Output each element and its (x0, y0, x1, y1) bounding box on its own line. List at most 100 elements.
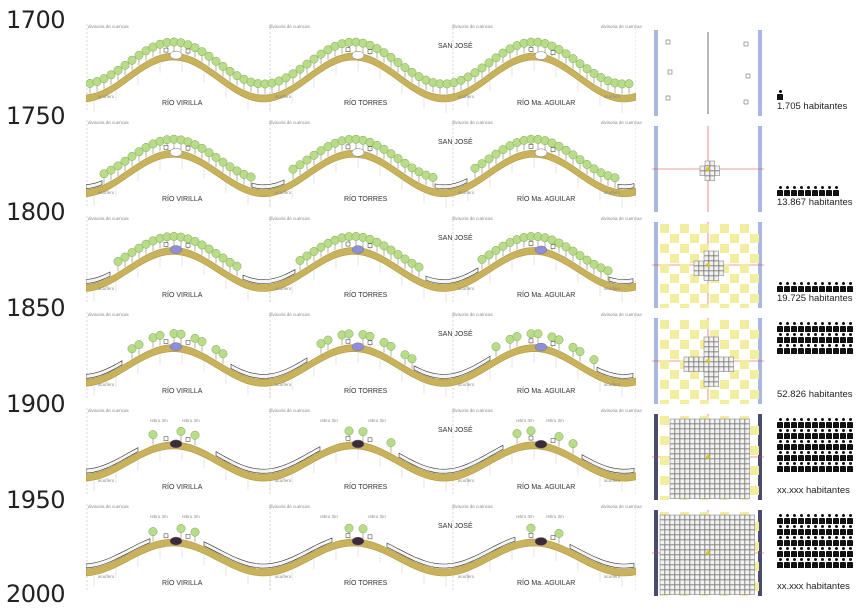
divide-label: divisoria de cuencas (88, 24, 129, 29)
urban-lot (689, 473, 695, 479)
aquifer-label: acuífero (604, 190, 621, 195)
person-icon (805, 514, 811, 524)
tree-canopy (113, 257, 123, 266)
tree-canopy (393, 58, 403, 67)
block (680, 264, 689, 273)
urban-lot (689, 539, 695, 545)
block (750, 274, 759, 283)
urban-lot (704, 574, 710, 580)
urban-lot (723, 356, 729, 362)
urban-lot (708, 270, 714, 276)
aquifer-label: acuífero (98, 478, 115, 483)
urban-lot (659, 549, 665, 555)
river-label: RÍO TORRES (344, 580, 388, 587)
tree-canopy (295, 256, 305, 265)
urban-lot (699, 478, 705, 484)
tree-canopy (204, 244, 214, 254)
urban-lot (714, 428, 720, 434)
river-label: RÍO Ma. AGUILAR (517, 292, 576, 299)
urban-lot (679, 473, 685, 479)
person-icon (840, 525, 846, 535)
aquifer-label: acuífero (275, 382, 292, 387)
person-icon (833, 514, 839, 524)
tree-canopy (470, 163, 480, 173)
urban-lot (679, 428, 685, 434)
block (660, 476, 669, 485)
tree-canopy (561, 242, 571, 252)
urban-lot (679, 453, 685, 459)
urban-slab (581, 454, 635, 474)
urban-lot (689, 514, 695, 520)
person-icon (805, 462, 811, 472)
population-count: 52.826 habitantes (777, 389, 853, 400)
tree-canopy (568, 439, 578, 449)
urban-lot (739, 534, 745, 540)
person-icon (791, 344, 797, 354)
soil-band (86, 441, 636, 482)
urban-lot (729, 438, 735, 444)
urban-lot (669, 559, 675, 565)
urban-lot (719, 529, 725, 535)
urban-lot (689, 569, 695, 575)
urban-lot (669, 589, 675, 595)
urban-lot (708, 376, 714, 382)
block (690, 350, 699, 359)
aquifer-label: acuífero (98, 574, 115, 579)
urban-lot (659, 574, 665, 580)
person-icon (826, 536, 832, 546)
urban-lot (674, 579, 680, 585)
urban-lot (699, 483, 705, 489)
urban-lot (724, 559, 730, 565)
building (528, 47, 534, 52)
urban-lot (679, 529, 685, 535)
urban-lot (689, 418, 695, 424)
urban-lot (713, 265, 719, 271)
person-icon (805, 547, 811, 557)
person-icon (833, 451, 839, 461)
urban-lot (664, 554, 670, 560)
tree-canopy (134, 243, 144, 253)
urban-lot (669, 579, 675, 585)
tree-canopy (386, 438, 396, 448)
person-icon (805, 429, 811, 439)
urban-lot (709, 524, 715, 530)
block (660, 400, 669, 409)
setback-label: retiro 3m (182, 514, 200, 519)
setback-label: retiro 3m (182, 418, 200, 423)
person-icon (798, 282, 804, 292)
urban-lot (729, 473, 735, 479)
urban-lot (709, 468, 715, 474)
urban-lot (689, 554, 695, 560)
person-icon (805, 282, 811, 292)
urban-lot (719, 493, 725, 499)
block (680, 244, 689, 253)
tree-canopy (512, 332, 522, 341)
urban-lot (724, 564, 730, 570)
urban-lot (659, 539, 665, 545)
urban-lot (694, 428, 700, 434)
building (528, 144, 534, 149)
tree-canopy (526, 523, 536, 533)
urban-lot (708, 351, 714, 357)
urban-lot (699, 574, 705, 580)
urban-lot (704, 433, 710, 439)
urban-plan-svg (654, 30, 762, 116)
urban-lot (734, 534, 740, 540)
tree-canopy (407, 67, 417, 77)
tree-canopy (379, 241, 389, 251)
person-icon (826, 514, 832, 524)
tree-canopy (533, 329, 543, 339)
urban-lot (699, 554, 705, 560)
urban-lot (734, 448, 740, 454)
urban-lot (674, 549, 680, 555)
tree-canopy (127, 151, 137, 161)
urban-lot (684, 534, 690, 540)
urban-lot (709, 544, 715, 550)
block (660, 224, 669, 233)
divide-label: divisoria de cuencas (269, 312, 310, 317)
block (670, 390, 679, 399)
urban-lot (719, 544, 725, 550)
urban-lot (713, 356, 719, 362)
urban-lot (659, 589, 665, 595)
urban-lot (744, 428, 750, 434)
